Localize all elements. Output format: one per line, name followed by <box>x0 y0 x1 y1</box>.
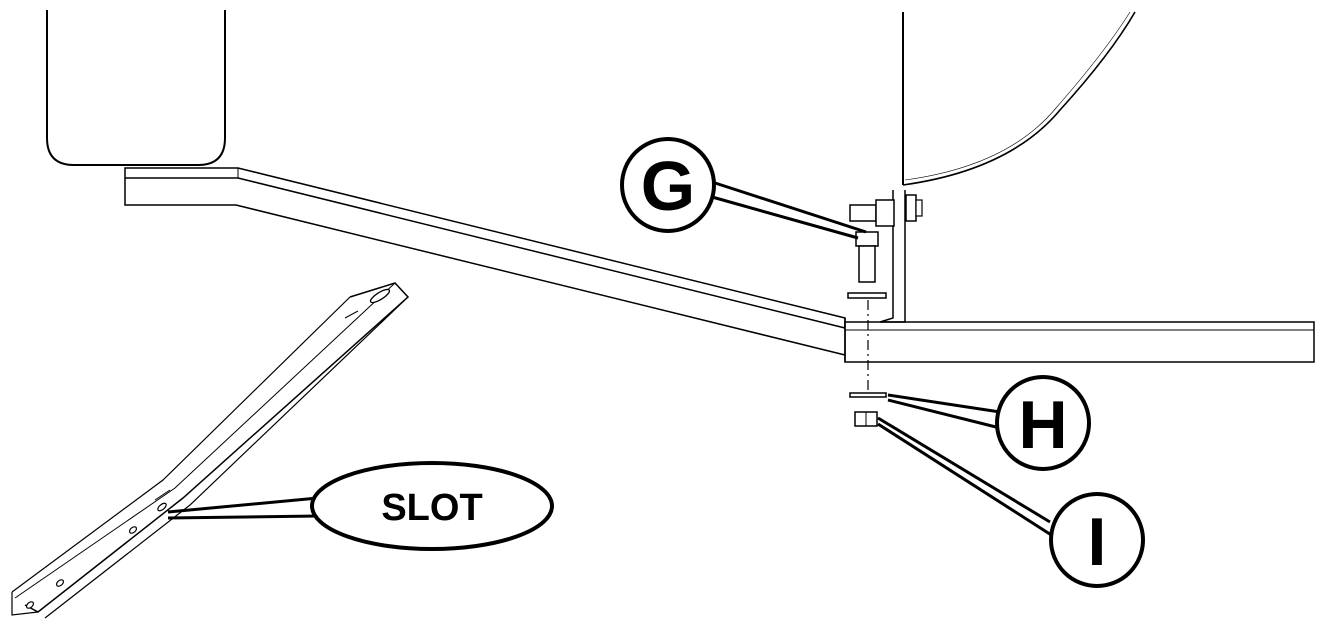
callout-h-label: H <box>1018 387 1067 463</box>
callout-i: I <box>877 416 1145 588</box>
callout-g-label: G <box>641 147 695 225</box>
callout-slot: SLOT <box>167 461 554 551</box>
callout-g: G <box>620 137 867 240</box>
base-rail <box>844 321 1315 363</box>
callout-slot-label: SLOT <box>381 487 482 529</box>
bolt-g-head <box>855 231 879 247</box>
channel-hole <box>55 579 65 587</box>
bolt-g-washer <box>847 292 887 299</box>
channel-hole <box>128 526 138 534</box>
channel-slot <box>157 502 167 512</box>
left-cabinet <box>46 10 226 166</box>
channel-slot-top <box>369 288 391 304</box>
tank-l-bracket <box>879 190 906 323</box>
tank-arc <box>902 11 1136 186</box>
tank-nut <box>905 194 917 222</box>
left-bracket-beam <box>124 167 846 329</box>
washer-h <box>849 392 887 398</box>
channel-hole <box>25 601 35 609</box>
upper-bolt <box>849 204 877 222</box>
bolt-g-shank <box>858 245 876 283</box>
upper-bolt-head <box>875 199 895 227</box>
callout-h: H <box>887 375 1091 471</box>
channel-bracket <box>11 282 410 619</box>
left-bracket-lower <box>124 178 846 356</box>
callout-i-label: I <box>1088 504 1107 580</box>
tank-arc-inner <box>904 11 1131 181</box>
tank-nut-cap <box>915 199 923 217</box>
